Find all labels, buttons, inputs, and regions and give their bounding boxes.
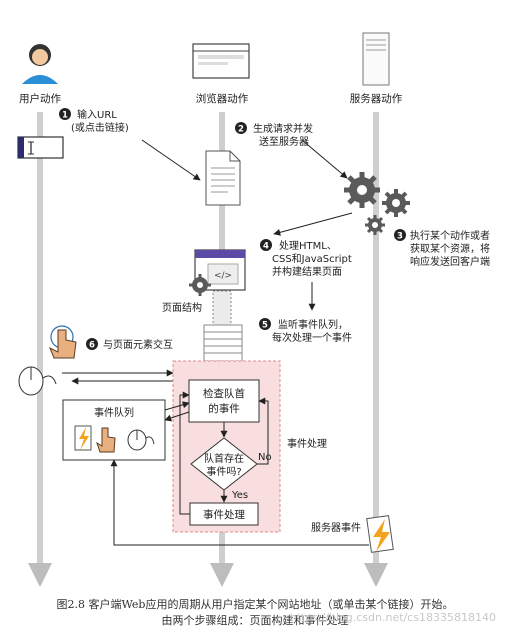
page-stack-icon: [203, 324, 243, 362]
browser-build-icon: </>: [189, 249, 246, 296]
check-queue-box: [188, 379, 260, 423]
step-3-text-line3: 响应发送回客户端: [410, 255, 490, 268]
step-2-badge: [235, 122, 247, 134]
step-5-text-line2: 每次处理一个事件: [272, 331, 352, 344]
request-document-icon: [205, 150, 241, 206]
arrow-handler-to-check: [179, 391, 190, 515]
step-5-badge: [259, 318, 271, 330]
step-4-badge: [260, 239, 272, 251]
browser-window-icon: [192, 43, 250, 79]
queue-bolt-icon: [74, 425, 92, 451]
queue-hand-icon: [96, 427, 116, 453]
arrow-queue-to-check: [164, 401, 190, 411]
step-1-text-line1: 输入URL: [77, 108, 117, 121]
server-event-bolt-icon: [366, 515, 394, 553]
url-input-icon: [17, 136, 64, 159]
figure-caption-line2: 由两个步骤组成：页面构建和事件处理: [161, 614, 349, 627]
watermark-text: https://blog.csdn.net/cs18335818140: [289, 611, 496, 624]
decision-label-line1: 队首存在: [204, 452, 244, 465]
step-3-text-line2: 获取某个资源，将: [410, 242, 490, 255]
step-5-number: 5: [262, 321, 268, 331]
check-queue-label-line1: 检查队首: [203, 387, 245, 400]
lane-title-user: 用户动作: [19, 92, 61, 105]
event-queue-label: 事件队列: [94, 406, 134, 419]
mouse-icon: [18, 366, 57, 396]
step-2-text-line1: 生成请求并发: [253, 122, 313, 135]
arrow-request-to-server: [301, 139, 348, 179]
arrow-server-event-to-queue: [110, 459, 369, 546]
queue-mouse-icon: [127, 429, 155, 451]
step-4-text-line1: 处理HTML、: [279, 240, 337, 252]
step-6-badge: [86, 338, 98, 350]
gears-icon: [344, 172, 410, 235]
step-2-number: 2: [238, 125, 244, 135]
arrow-no-loop: [257, 397, 269, 465]
lane-title-browser: 浏览器动作: [196, 92, 249, 105]
arrow-response-to-browser: [273, 212, 353, 236]
step-3-text-line1: 执行某个动作或者: [410, 229, 490, 242]
figure-caption-line1: 图2.8 客户端Web应用的周期从用户指定某个网站地址（或单击某个链接）开始。: [56, 598, 454, 611]
step-4-text-line2: CSS和JavaScript: [272, 253, 352, 265]
step-6-text-line1: 与页面元素交互: [103, 338, 173, 351]
code-icon-text: </>: [214, 271, 232, 281]
no-label: No: [258, 452, 272, 463]
server-event-label: 服务器事件: [311, 521, 361, 534]
step-3-number: 3: [397, 232, 403, 242]
hand-click-icon: [49, 325, 77, 359]
page-structure-label: 页面结构: [162, 301, 202, 314]
step-1-text-line2: (或点击链接): [71, 121, 129, 134]
step-1-badge: [59, 108, 71, 120]
step-6-number: 6: [89, 341, 95, 351]
event-handling-box-label: 事件处理: [203, 508, 245, 521]
step-4-text-line3: 并构建结果页面: [272, 265, 342, 278]
yes-label: Yes: [231, 490, 248, 501]
arrow-url-to-request: [141, 139, 201, 181]
decision-label-line2: 事件吗?: [206, 465, 241, 478]
server-tower-icon: [362, 32, 390, 86]
page-structure-band: [212, 290, 232, 332]
step-5-text-line1: 监听事件队列，: [278, 318, 348, 331]
user-avatar-icon: [22, 44, 58, 84]
step-3-badge: [394, 229, 406, 241]
check-queue-label-line2: 的事件: [208, 402, 240, 415]
arrow-check-to-queue: [164, 411, 190, 422]
step-1-number: 1: [62, 111, 68, 121]
lane-title-server: 服务器动作: [350, 92, 403, 105]
event-handling-side-label: 事件处理: [287, 437, 327, 450]
step-4-number: 4: [263, 242, 269, 252]
step-2-text-line2: 送至服务器: [259, 135, 309, 148]
